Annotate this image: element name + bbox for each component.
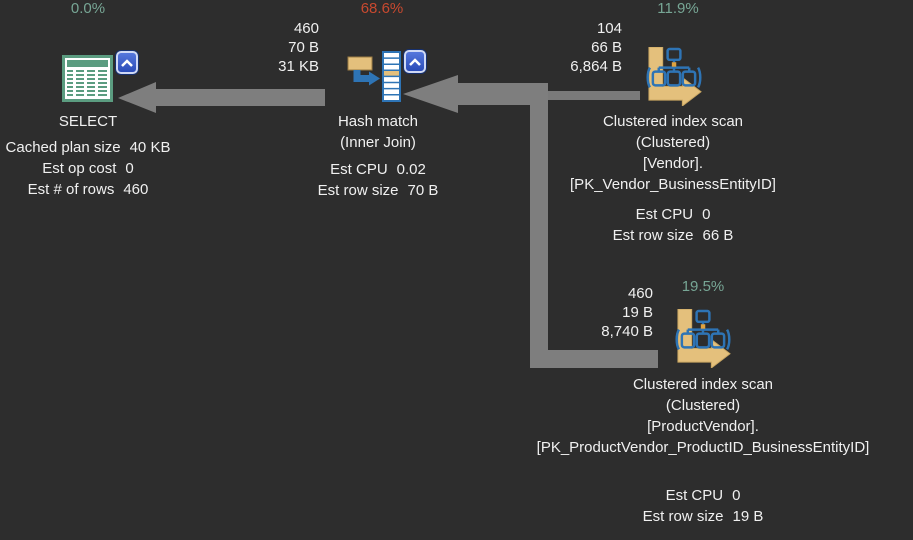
productvendor-scan-index-name: [PK_ProductVendor_ProductID_BusinessEnti… [536, 439, 870, 456]
edge-vendor-to-hash-match[interactable] [548, 91, 640, 100]
edge-row-size: 70 B [288, 39, 319, 56]
vendor-scan-cost-percent: 11.9% [657, 0, 699, 17]
clustered-index-scan-icon[interactable] [674, 309, 731, 368]
edge-row-size: 66 B [591, 39, 622, 56]
edge-rows: 104 [596, 20, 622, 37]
vendor-scan-node-title: Clustered index scan [602, 113, 744, 130]
productvendor-scan-cost-percent: 19.5% [681, 278, 725, 295]
productvendor-scan-node-title: Clustered index scan [632, 376, 774, 393]
edge-rows: 460 [627, 285, 653, 302]
edge-data-size: 6,864 B [570, 58, 622, 75]
productvendor-scan-node-subtitle: (Clustered) [665, 397, 741, 414]
vendor-scan-object-name: [Vendor]. [642, 155, 704, 172]
clustered-index-scan-icon[interactable] [645, 47, 702, 106]
result-grid-icon[interactable] [62, 55, 113, 102]
edge-label-vendor-to-hash: 104 66 B 6,864 B [522, 19, 622, 76]
chevron-up-icon [409, 57, 421, 66]
chevron-up-icon [121, 58, 133, 67]
edge-hash-match-to-select[interactable] [118, 82, 325, 113]
edge-row-size: 19 B [622, 304, 653, 321]
hash-match-icon[interactable] [347, 51, 403, 103]
vendor-scan-node-subtitle: (Clustered) [635, 134, 711, 151]
expand-node-button[interactable] [116, 51, 138, 74]
edge-data-size: 31 KB [278, 58, 319, 75]
vendor-scan-index-name: [PK_Vendor_BusinessEntityID] [570, 176, 776, 193]
edge-label-productvendor-to-hash: 460 19 B 8,740 B [553, 284, 653, 341]
select-cost-percent: 0.0% [70, 0, 106, 17]
hash-match-node-title: Hash match [337, 113, 419, 130]
select-node-title: SELECT [58, 113, 118, 130]
productvendor-scan-object-name: [ProductVendor]. [647, 418, 759, 435]
edge-productvendor-to-hash-match[interactable] [403, 75, 658, 368]
edge-data-size: 8,740 B [601, 323, 653, 340]
edge-label-hash-to-select: 460 70 B 31 KB [219, 19, 319, 76]
hash-match-node-subtitle: (Inner Join) [340, 134, 416, 151]
hash-match-cost-percent: 68.6% [360, 0, 404, 17]
expand-node-button[interactable] [404, 50, 426, 73]
edge-rows: 460 [293, 20, 319, 37]
